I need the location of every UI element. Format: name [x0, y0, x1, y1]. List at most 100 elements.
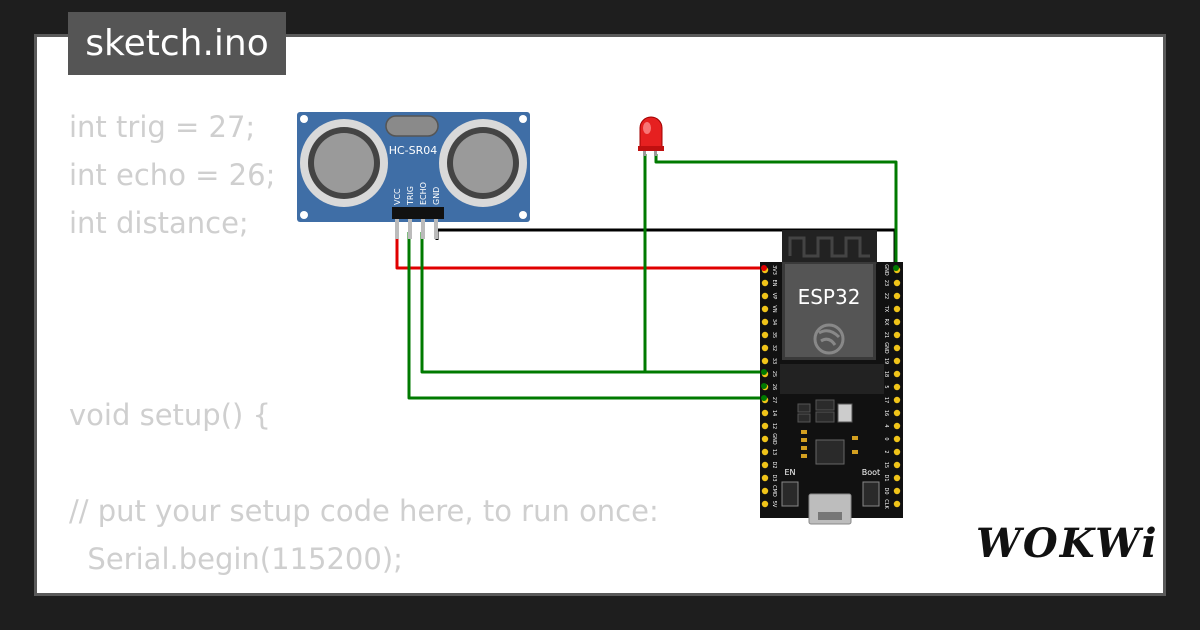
pin-label-left-vp: VP: [771, 293, 777, 299]
pin-pad-left-d2[interactable]: [761, 461, 769, 469]
pin-pad-right-17[interactable]: [893, 396, 901, 404]
wire-led-cathode-green[interactable]: [654, 154, 898, 268]
pin-label-right-gnd: GND: [883, 264, 889, 276]
pin-label-right-22: 22: [883, 293, 889, 299]
pin-pad-right-19[interactable]: [893, 357, 901, 365]
wire-trig-green[interactable]: [407, 232, 764, 400]
pin-label-left-3v3: 3V3: [771, 265, 777, 275]
pin-label-left-en: EN: [771, 280, 777, 287]
pin-label-left-5v: 5V: [771, 501, 777, 508]
pin-pad-right-15[interactable]: [893, 461, 901, 469]
canvas-card: int trig = 27; int echo = 26; int distance…: [34, 34, 1166, 596]
pin-pad-right-gnd[interactable]: [893, 344, 901, 352]
pin-pad-right-d0[interactable]: [893, 487, 901, 495]
pin-label-right-clk: CLK: [883, 499, 889, 509]
boot-button[interactable]: [862, 481, 880, 507]
file-tab[interactable]: sketch.ino: [68, 12, 286, 75]
pin-label-left-34: 34: [771, 319, 777, 325]
red-led[interactable]: [638, 116, 664, 156]
pin-pad-right-0[interactable]: [893, 435, 901, 443]
code-line: void setup() {: [69, 398, 271, 432]
pin-label-left-32: 32: [771, 345, 777, 351]
pin-label-left-d2: D2: [771, 461, 777, 468]
pin-label-right-23: 23: [883, 280, 889, 286]
pin-pad-right-18[interactable]: [893, 370, 901, 378]
esp32-board[interactable]: ESP32 EN Boot: [760, 230, 903, 525]
code-line: // put your setup code here, to run once…: [69, 494, 659, 528]
wokwi-logo: WOKWi: [976, 520, 1159, 567]
code-line: int trig = 27;: [69, 110, 256, 144]
en-button[interactable]: [781, 481, 799, 507]
pin-pad-left-14[interactable]: [761, 409, 769, 417]
sensor-pin-trig: TRIG: [406, 186, 415, 206]
pin-pad-right-22[interactable]: [893, 292, 901, 300]
wire-echo-green[interactable]: [420, 232, 764, 374]
pin-label-right-gnd: GND: [883, 342, 889, 354]
wire-ends: [761, 265, 899, 401]
pin-pad-left-en[interactable]: [761, 279, 769, 287]
espressif-logo-icon: [813, 323, 845, 355]
pin-label-left-27: 27: [771, 397, 777, 403]
pin-pad-right-23[interactable]: [893, 279, 901, 287]
sensor-pin-echo: ECHO: [419, 182, 428, 205]
pin-pad-right-16[interactable]: [893, 409, 901, 417]
pin-pad-right-rx[interactable]: [893, 318, 901, 326]
wire-led-anode-green[interactable]: [643, 154, 766, 386]
pin-label-right-19: 19: [883, 358, 889, 364]
pin-label-left-26: 26: [771, 384, 777, 390]
boot-button-label: Boot: [862, 468, 880, 477]
code-line: Serial.begin(115200);: [69, 542, 403, 576]
pin-pad-right-4[interactable]: [893, 422, 901, 430]
pin-label-right-18: 18: [883, 371, 889, 377]
pin-label-left-13: 13: [771, 449, 777, 455]
pin-pad-right-d1[interactable]: [893, 474, 901, 482]
hc-sr04-sensor[interactable]: HC-SR04 VCC TRIG ECHO GND: [297, 112, 530, 239]
pin-label-right-d1: D1: [883, 474, 889, 481]
sensor-model-label: HC-SR04: [389, 144, 438, 157]
pin-pad-left-13[interactable]: [761, 448, 769, 456]
pin-label-right-17: 17: [883, 397, 889, 403]
code-line: pinMode(trig, OUTPUT);: [69, 583, 659, 593]
code-line: int echo = 26;: [69, 158, 276, 192]
pin-pad-right-5[interactable]: [893, 383, 901, 391]
pin-pad-left-34[interactable]: [761, 318, 769, 326]
pin-pad-left-vp[interactable]: [761, 292, 769, 300]
wire-vcc-red[interactable]: [395, 232, 764, 270]
pin-label-right-2: 2: [883, 450, 889, 453]
pin-pad-left-35[interactable]: [761, 331, 769, 339]
en-button-label: EN: [784, 468, 795, 477]
pin-label-left-14: 14: [771, 410, 777, 416]
pin-label-right-5: 5: [883, 385, 889, 388]
pin-pad-left-gnd[interactable]: [761, 435, 769, 443]
pin-pad-right-21[interactable]: [893, 331, 901, 339]
pin-label-right-0: 0: [883, 437, 889, 440]
pin-label-right-16: 16: [883, 410, 889, 416]
pin-label-right-rx: RX: [883, 319, 889, 326]
pin-label-left-35: 35: [771, 332, 777, 338]
pin-label-left-d3: D3: [771, 474, 777, 481]
pin-pad-right-clk[interactable]: [893, 500, 901, 508]
pin-label-right-21: 21: [883, 332, 889, 338]
pin-pad-left-32[interactable]: [761, 344, 769, 352]
pin-label-left-25: 25: [771, 371, 777, 377]
pin-pad-left-12[interactable]: [761, 422, 769, 430]
code-line: int distance;: [69, 206, 249, 240]
pin-label-left-12: 12: [771, 423, 777, 429]
pin-pad-left-33[interactable]: [761, 357, 769, 365]
pin-pad-left-5v[interactable]: [761, 500, 769, 508]
pin-pad-left-cmd[interactable]: [761, 487, 769, 495]
code-editor[interactable]: int trig = 27; int echo = 26; int distance…: [69, 103, 659, 593]
pin-pad-right-2[interactable]: [893, 448, 901, 456]
pin-pad-right-tx[interactable]: [893, 305, 901, 313]
pin-label-left-33: 33: [771, 358, 777, 364]
pin-pad-left-d3[interactable]: [761, 474, 769, 482]
board-name-label: ESP32: [798, 285, 861, 309]
pin-label-right-tx: TX: [883, 305, 889, 313]
sensor-pin-gnd: GND: [432, 187, 441, 205]
pin-label-right-d0: D0: [883, 487, 889, 494]
sensor-pin-vcc: VCC: [393, 188, 402, 205]
pin-pad-left-vn[interactable]: [761, 305, 769, 313]
pin-label-left-gnd: GND: [771, 433, 777, 445]
